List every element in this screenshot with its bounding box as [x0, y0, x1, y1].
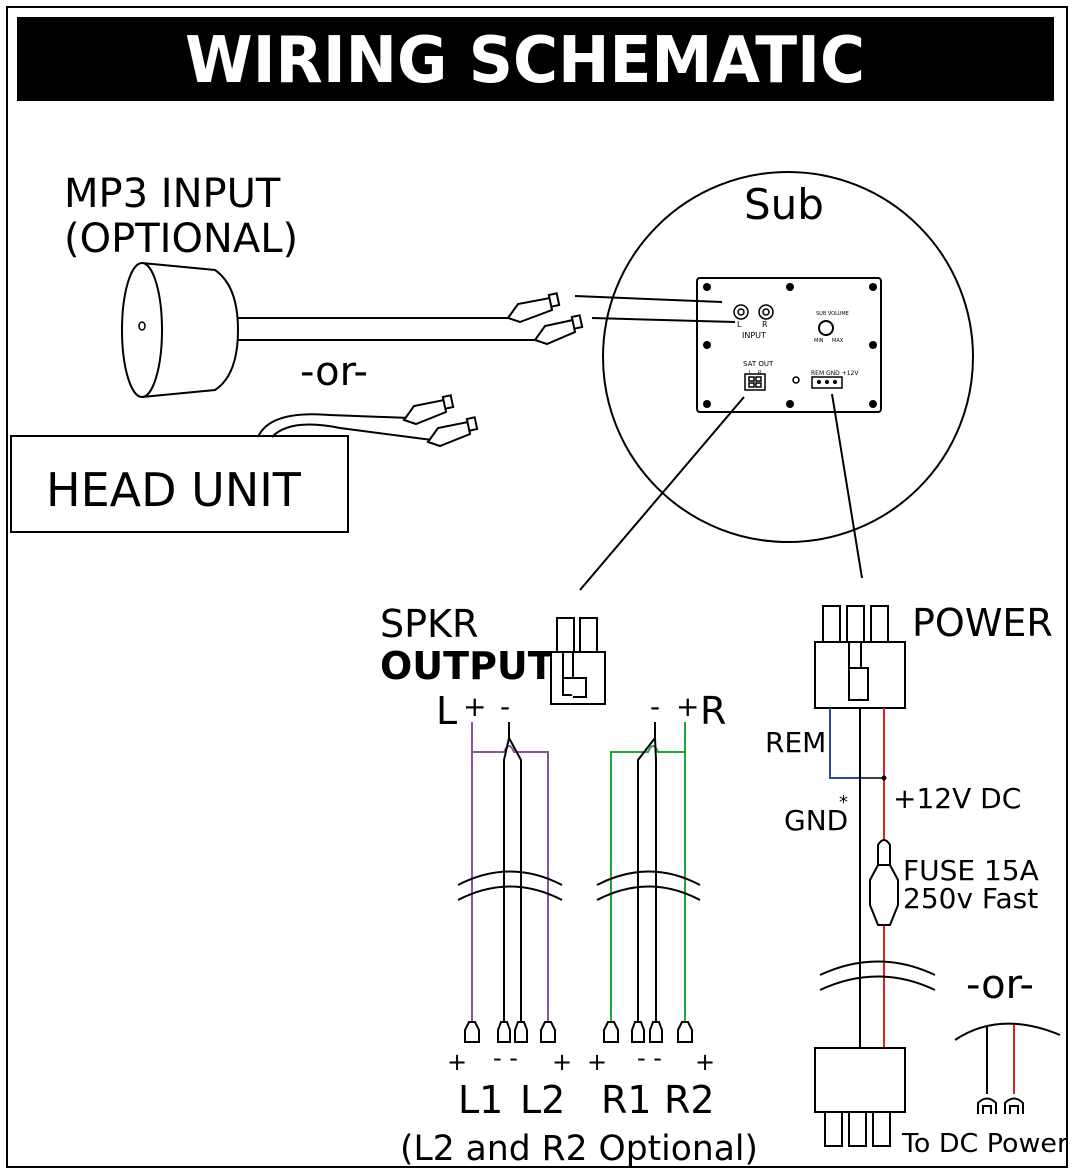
sign-r2-plus: + — [695, 1048, 715, 1076]
gnd-label: GND — [784, 804, 848, 837]
sat-out-l-label: L — [749, 370, 752, 376]
gnd-asterisk: * — [839, 792, 848, 813]
dc-power-terminals — [977, 1097, 1024, 1114]
mp3-cable — [237, 317, 535, 341]
mp3-input-optional-label: (OPTIONAL) — [64, 216, 298, 262]
mp3-rca-plugs — [506, 292, 584, 346]
power-label: POWER — [912, 601, 1053, 645]
or-label: -or- — [300, 349, 368, 395]
sub-label: Sub — [744, 180, 824, 229]
head-unit-rca-plugs — [402, 394, 479, 448]
sub-volume-knob — [818, 320, 834, 336]
left-plus-label: + — [463, 690, 486, 723]
mp3-input-puck — [121, 262, 240, 398]
wire-junction — [881, 775, 887, 781]
mp3-input-label: MP3 INPUT — [64, 171, 281, 217]
head-unit-box — [10, 435, 349, 533]
power-or-label: -or- — [966, 962, 1034, 1008]
left-minus-label: - — [500, 690, 510, 723]
power-connector — [814, 605, 906, 709]
title-banner — [17, 17, 1054, 101]
leader-lines — [574, 295, 863, 591]
terminal-label-r1: R1 — [601, 1078, 652, 1122]
sign-l2-plus: + — [552, 1048, 572, 1076]
input-label: INPUT — [742, 331, 766, 340]
plus12v-label: +12V DC — [893, 782, 1021, 815]
left-channel-label: L — [436, 689, 457, 733]
left-channel-wires — [471, 722, 549, 1022]
sub-enclosure — [602, 171, 974, 543]
rem-label: REM — [765, 726, 826, 759]
sub-input-jacks — [733, 304, 774, 320]
spkr-output-connector — [550, 617, 606, 705]
sat-out-connector — [744, 373, 766, 391]
right-minus-label: - — [650, 690, 660, 723]
spkr-output-label-line1: SPKR — [380, 602, 478, 646]
terminal-label-l2: L2 — [520, 1078, 565, 1122]
volume-min-label: MIN — [814, 338, 824, 344]
sign-r-minus: - - — [637, 1044, 662, 1072]
right-channel-wires — [610, 722, 686, 1022]
input-r-label: R — [762, 320, 768, 329]
sign-r1-plus: + — [587, 1048, 607, 1076]
sat-out-label: SAT OUT — [743, 360, 774, 368]
sub-amp-panel — [696, 277, 882, 413]
sat-out-r-label: R — [758, 370, 762, 376]
led-indicator — [792, 376, 800, 384]
right-channel-label: R — [700, 689, 726, 733]
sign-l-minus: - - — [493, 1044, 518, 1072]
fuse-holder — [869, 839, 899, 926]
head-unit-label: HEAD UNIT — [46, 463, 302, 517]
optional-note: (L2 and R2 Optional) — [400, 1129, 758, 1169]
spkr-output-label-line2: OUTPUT — [380, 644, 554, 688]
outer-frame — [6, 6, 1068, 1168]
sign-l1-plus: + — [447, 1048, 467, 1076]
to-dc-power-label: To DC Power — [901, 1129, 1068, 1159]
input-l-label: L — [737, 320, 742, 329]
dc-power-leads — [954, 1022, 1061, 1094]
power-terminal-connector — [811, 376, 843, 389]
right-plus-label: + — [676, 690, 699, 723]
volume-max-label: MAX — [832, 338, 844, 344]
fuse-type-label: 250v Fast — [903, 882, 1038, 915]
spade-terminals — [464, 1021, 693, 1043]
terminal-label-l1: L1 — [458, 1078, 503, 1122]
fuse-rating-label: FUSE 15A — [903, 854, 1039, 887]
head-unit-cable — [257, 413, 433, 441]
power-harness-connector — [814, 1047, 906, 1147]
sub-volume-label: SUB VOLUME — [816, 311, 849, 317]
page-title: WIRING SCHEMATIC — [185, 24, 865, 98]
wire-break-marks — [457, 870, 701, 901]
power-terminal-label: REM GND +12V — [811, 370, 859, 377]
power-wire-break — [819, 960, 936, 991]
terminal-label-r2: R2 — [664, 1078, 715, 1122]
